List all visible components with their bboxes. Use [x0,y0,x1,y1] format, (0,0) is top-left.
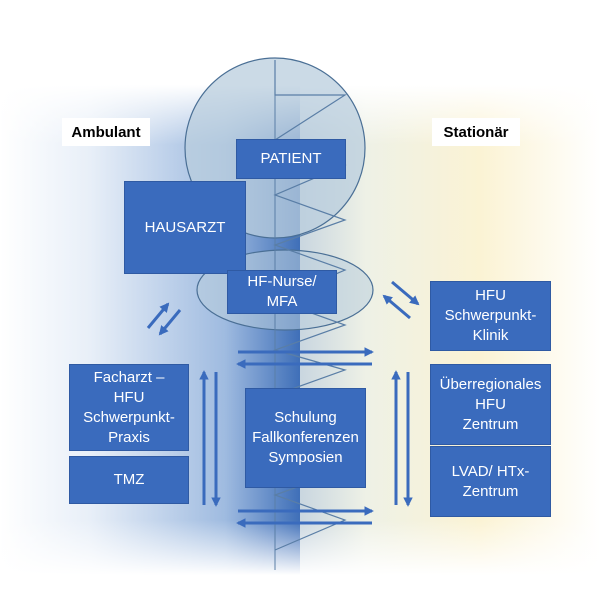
stationaer-label: Stationär [432,118,520,146]
patient-box: PATIENT [236,139,346,179]
facharzt-box: Facharzt – HFU Schwerpunkt- Praxis [69,364,189,451]
ambulant-label: Ambulant [62,118,150,146]
tmz-box: TMZ [69,456,189,504]
hfu-klinik-box: HFU Schwerpunkt- Klinik [430,281,551,351]
hausarzt-box: HAUSARZT [124,181,246,274]
arrow-up-left-diagonal [146,302,170,329]
bottom-fade [0,520,600,575]
lvad-box: LVAD/ HTx- Zentrum [430,446,551,517]
ueberregional-box: Überregionales HFU Zentrum [430,364,551,445]
arrow-down-left-diagonal [158,309,182,336]
schulung-box: Schulung Fallkonferenzen Symposien [245,388,366,488]
hf-nurse-box: HF-Nurse/ MFA [227,270,337,314]
arrow-right-diagonal-b [382,294,411,320]
arrow-right-diagonal-a [391,280,420,306]
